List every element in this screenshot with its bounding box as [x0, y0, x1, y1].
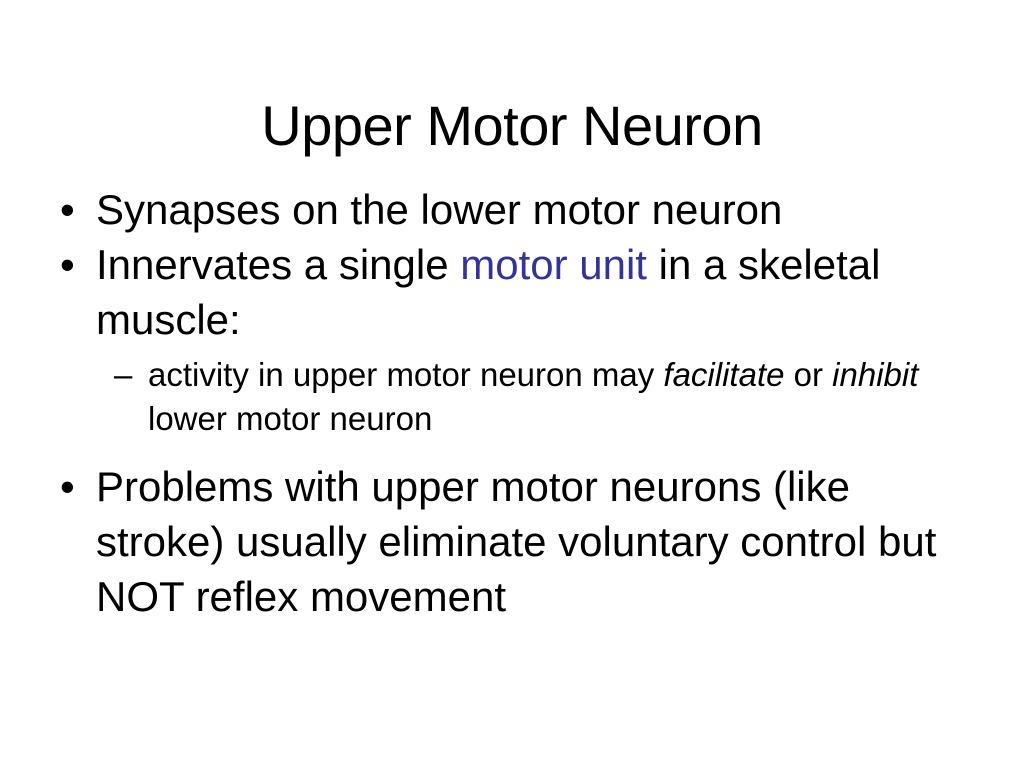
- content-spacer: [56, 451, 968, 459]
- sub-list: – activity in upper motor neuron may fac…: [56, 353, 968, 441]
- sub-text-part-1: activity in upper motor neuron may: [148, 356, 664, 393]
- list-item: • Problems with upper motor neurons (lik…: [56, 459, 968, 624]
- slide-body-content: • Synapses on the lower motor neuron • I…: [56, 182, 968, 624]
- page-title: Upper Motor Neuron: [261, 93, 763, 157]
- emphasis-facilitate: facilitate: [663, 356, 785, 393]
- list-item: • Synapses on the lower motor neuron: [56, 182, 968, 237]
- highlighted-term: motor unit: [460, 241, 647, 288]
- dash-marker-icon: –: [114, 356, 133, 393]
- bullet-marker-icon: •: [60, 463, 75, 510]
- list-item: • Innervates a single motor unit in a sk…: [56, 237, 968, 347]
- list-item-label: Problems with upper motor neurons (like …: [96, 463, 937, 620]
- bullet-marker-icon: •: [60, 186, 75, 233]
- sub-text-part-2: or: [784, 356, 833, 393]
- list-item-label: Innervates a single motor unit in a skel…: [96, 241, 880, 343]
- sub-list-item: – activity in upper motor neuron may fac…: [56, 353, 968, 441]
- list-item-text-trailing: in a skeletal muscle:: [96, 241, 881, 343]
- sub-list-item-label: activity in upper motor neuron may facil…: [148, 356, 918, 437]
- list-item-text-leading: Innervates a single: [96, 241, 461, 288]
- list-item-label: Synapses on the lower motor neuron: [96, 186, 783, 233]
- emphasis-inhibit: inhibit: [832, 356, 919, 393]
- sub-text-part-3: lower motor neuron: [148, 400, 433, 437]
- bullet-marker-icon: •: [60, 241, 75, 288]
